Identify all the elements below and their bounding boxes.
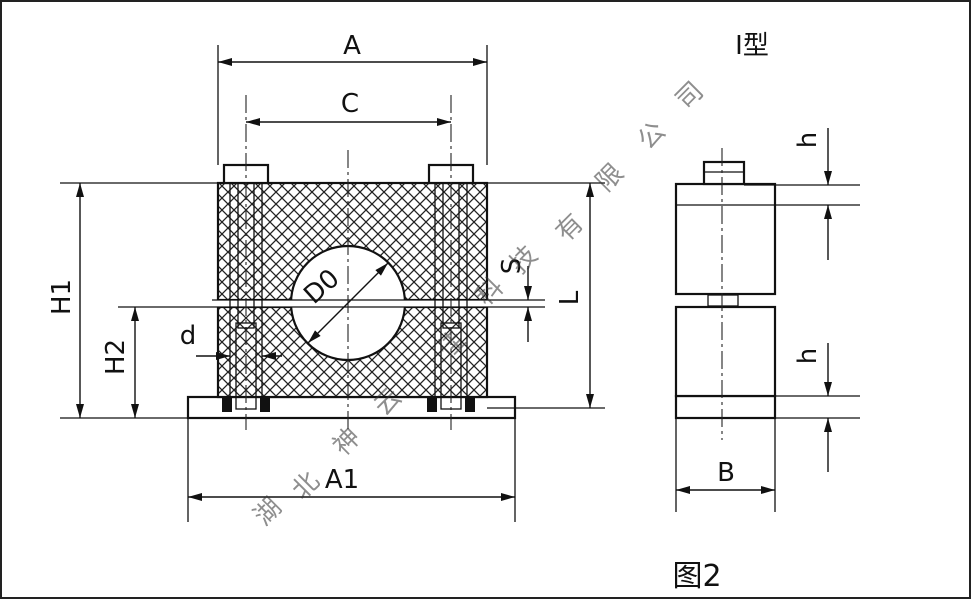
- side-view: h h B: [674, 128, 860, 512]
- label-c: C: [341, 89, 359, 119]
- right-nut-b: [465, 398, 475, 412]
- left-nut-a: [222, 398, 232, 412]
- front-view: A C D0 H1 H2 d S L A1: [47, 31, 605, 522]
- label-h-bottom: h: [793, 348, 823, 364]
- label-a: A: [343, 31, 361, 61]
- side-lower-block: [674, 305, 777, 398]
- side-upper-block: [674, 182, 777, 296]
- watermark-char: 北: [286, 466, 326, 506]
- left-nut-b: [260, 398, 270, 412]
- right-bolt: [427, 163, 475, 412]
- figure-caption: 图2: [672, 559, 721, 594]
- watermark-char: 公: [632, 116, 672, 156]
- dim-d0: [307, 262, 389, 344]
- watermark-char: 湖: [248, 492, 288, 532]
- side-gap-spacer: [707, 294, 739, 307]
- label-h2: H2: [101, 339, 131, 375]
- type-label: Ⅰ型: [735, 31, 769, 61]
- side-base: [674, 394, 777, 420]
- watermark-char: 限: [590, 158, 630, 198]
- right-nut-a: [427, 398, 437, 412]
- label-h1: H1: [47, 279, 77, 315]
- watermark-char: 有: [550, 208, 590, 248]
- watermark-char: 司: [670, 76, 710, 116]
- label-l: L: [555, 290, 585, 305]
- watermark-char: 神: [327, 422, 367, 462]
- label-d: d: [180, 321, 197, 351]
- label-b: B: [717, 458, 735, 488]
- side-bolt-head: [702, 160, 746, 186]
- label-s: S: [497, 258, 527, 275]
- label-a1: A1: [325, 465, 359, 495]
- label-h-top: h: [793, 132, 823, 148]
